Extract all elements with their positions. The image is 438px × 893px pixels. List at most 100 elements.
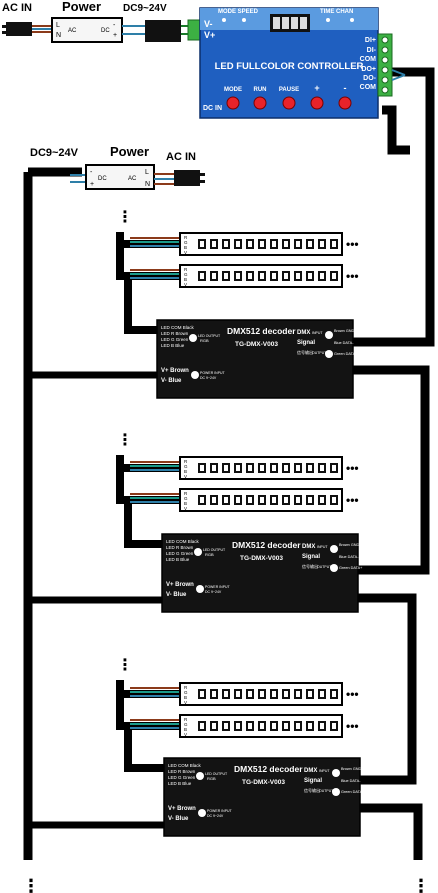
decoder-led-g: LED G Green: [166, 551, 194, 556]
svg-text:DI+: DI+: [365, 37, 376, 44]
decoder-title: DMX512 decoder: [232, 540, 301, 550]
strip-pin-label: B: [184, 245, 187, 250]
mode-speed-label: MODE SPEED: [218, 9, 259, 15]
svg-text:V+: V+: [204, 30, 215, 40]
decoder-led-r: LED R Brown: [161, 331, 189, 336]
decoder-signal-cn: 信号输出: [297, 349, 313, 355]
strip-pin-label: B: [184, 277, 187, 282]
svg-text:-: -: [113, 22, 116, 29]
bottom-left-continuation-dots: ⋮: [22, 876, 40, 893]
decoder-led-output: LED OUTPUT: [203, 548, 226, 552]
strip-continuation-dots: •••: [346, 493, 359, 507]
decoder-data-plus: Green DATA+: [341, 790, 365, 794]
bottom-right-continuation-dots: ⋮: [412, 876, 430, 893]
decoder-model: TG-DMX-V003: [240, 555, 283, 562]
decoder-title: DMX512 decoder: [234, 764, 303, 774]
top-dc-connector: [145, 20, 181, 42]
decoder-signal-cn: 信号输出: [304, 787, 320, 793]
svg-text:AC: AC: [128, 176, 137, 182]
dmx-input-jack: [332, 769, 340, 777]
svg-text:PAUSE: PAUSE: [279, 87, 299, 93]
branch-cable: [116, 232, 180, 334]
mode-button[interactable]: [226, 96, 240, 110]
svg-text:+: +: [113, 32, 117, 39]
continuation-dots: ⋮: [117, 657, 133, 674]
decoder-input: INPUT: [317, 545, 328, 549]
minus-button[interactable]: [338, 96, 352, 110]
svg-text:AC: AC: [68, 28, 77, 34]
decoder-led-r: LED R Brown: [168, 769, 196, 774]
strip-pin-label: G: [184, 722, 188, 727]
decoder-v-minus: V- Blue: [161, 378, 182, 384]
svg-text:DO-: DO-: [363, 75, 377, 82]
svg-text:-: -: [90, 169, 93, 176]
decoder-signal: Signal: [302, 554, 320, 560]
left-ac-in-label: AC IN: [166, 151, 196, 163]
decoder-dmx: DMX: [297, 330, 310, 336]
strip-pin-label: V: [184, 250, 187, 255]
decoder-output: OUTPUT: [312, 351, 327, 355]
decoder-power-input: POWER INPUT: [200, 371, 226, 375]
decoder-gnd: Brown GND: [334, 329, 355, 333]
decoder-gnd: Brown GND: [339, 543, 360, 547]
decoder-led-output: LED OUTPUT: [205, 772, 228, 776]
led-output-jack: [189, 334, 197, 342]
decoder-power-range: DC 9~24V: [205, 590, 222, 594]
decoder-data-minus: Blue DATA-: [339, 555, 359, 559]
svg-text:N: N: [56, 32, 61, 39]
decoder-rgb: RGB: [205, 552, 214, 557]
svg-text:-: -: [344, 83, 347, 93]
backbone-cables: [23, 67, 435, 860]
decoder-output: OUTPUT: [319, 789, 334, 793]
controller-output-terminal: [377, 33, 393, 97]
plus-button[interactable]: [310, 96, 324, 110]
decoder-power-input: POWER INPUT: [207, 809, 233, 813]
continuation-dots: ⋮: [117, 432, 133, 449]
power-input-jack: [196, 585, 204, 593]
decoder-dmx: DMX: [302, 544, 315, 550]
strip-pin-label: V: [184, 506, 187, 511]
decoder-body: [161, 533, 359, 613]
decoder-output: OUTPUT: [317, 565, 332, 569]
decoder-v-plus: V+ Brown: [161, 368, 189, 374]
top-ac-plug: [6, 22, 32, 36]
controller-title: LED FULLCOLOR CONTROLLER: [215, 61, 364, 72]
strip-pin-label: R: [184, 491, 188, 496]
svg-text:MODE: MODE: [224, 87, 242, 93]
strip-continuation-dots: •••: [346, 269, 359, 283]
continuation-dots: ⋮: [117, 209, 133, 226]
decoder-body: [163, 757, 361, 837]
svg-text:+: +: [314, 83, 319, 93]
left-power-supply: DC9~24V Power AC IN - + DC AC L N: [30, 144, 205, 190]
decoder-signal: Signal: [304, 778, 322, 784]
decoder-power-range: DC 9~24V: [200, 376, 217, 380]
run-button[interactable]: [253, 96, 267, 110]
svg-text:+: +: [90, 181, 94, 188]
dc-in-label: DC IN: [203, 105, 222, 112]
decoder-data-plus: Green DATA+: [334, 352, 358, 356]
decoder-model: TG-DMX-V003: [235, 341, 278, 348]
led-fullcolor-controller: V- V+ MODE SPEED TIME CHAN LED FULLCOLOR…: [199, 7, 406, 119]
top-dc-voltage-label: DC9~24V: [123, 3, 167, 14]
decoder-rgb: RGB: [207, 776, 216, 781]
decoder-rgb: RGB: [200, 338, 209, 343]
top-ac-in-label: AC IN: [2, 2, 32, 14]
decoder-led-b: LED B Blue: [166, 557, 190, 562]
pause-button[interactable]: [282, 96, 296, 110]
strip-pin-label: V: [184, 700, 187, 705]
decoder-input: INPUT: [312, 331, 323, 335]
left-power-label: Power: [110, 144, 149, 159]
dmx-output-jack: [332, 788, 340, 796]
decoder-led-r: LED R Brown: [166, 545, 194, 550]
svg-text:V-: V-: [204, 19, 213, 29]
dmx-input-jack: [330, 545, 338, 553]
decoder-power-range: DC 9~24V: [207, 814, 224, 818]
strip-pin-label: V: [184, 474, 187, 479]
decoder-led-com: LED COM Black: [161, 325, 195, 330]
decoder-led-b: LED B Blue: [168, 781, 192, 786]
